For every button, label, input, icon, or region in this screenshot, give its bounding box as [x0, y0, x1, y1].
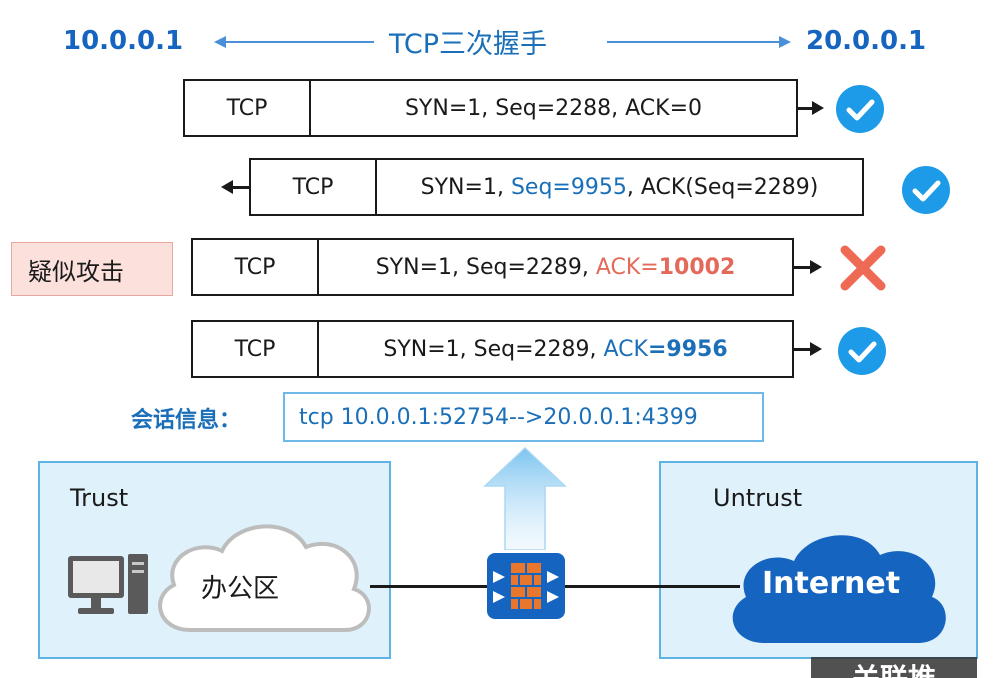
field-text: , ACK(Seq=2289) — [626, 174, 819, 200]
direction-arrow-line — [233, 186, 250, 189]
field-text: SYN=1, — [420, 174, 511, 200]
packet-row-1: TCP SYN=1, Seq=2288, ACK=0 — [183, 79, 798, 137]
session-info-box: tcp 10.0.0.1:52754-->20.0.0.1:4399 — [283, 392, 764, 442]
destination-ip: 20.0.0.1 — [806, 26, 927, 56]
direction-arrow-right-icon — [810, 342, 822, 356]
packet-fields: SYN=1, Seq=2288, ACK=0 — [311, 81, 796, 135]
office-label: 办公区 — [201, 574, 280, 604]
left-arrow-head-icon — [214, 36, 226, 48]
source-ip: 10.0.0.1 — [63, 26, 184, 56]
watermark: 关联推 — [811, 657, 977, 678]
suspect-attack-label: 疑似攻击 — [11, 242, 173, 296]
field-text: SYN=1, Seq=2289, — [383, 336, 604, 362]
office-cloud-icon — [140, 505, 380, 645]
check-icon — [838, 327, 886, 375]
field-text: SYN=1, Seq=2288, ACK=0 — [404, 95, 703, 121]
direction-arrow-left-icon — [221, 180, 233, 194]
protocol-cell: TCP — [251, 160, 377, 214]
internet-label: Internet — [762, 566, 901, 601]
direction-arrow-right-icon — [812, 101, 824, 115]
protocol-cell: TCP — [193, 240, 319, 294]
ack-highlight: ACK — [603, 336, 648, 362]
internet-cloud-icon — [718, 515, 950, 653]
computer-icon — [64, 550, 154, 622]
seq-highlight: Seq=9955 — [510, 174, 627, 200]
trust-zone-label: Trust — [70, 484, 129, 512]
packet-row-3: TCP SYN=1, Seq=2289, ACK=10002 — [191, 238, 794, 296]
upward-arrow-icon — [483, 446, 567, 551]
packet-fields: SYN=1, Seq=9955, ACK(Seq=2289) — [377, 160, 862, 214]
firewall-icon — [487, 553, 565, 619]
protocol-cell: TCP — [185, 81, 311, 135]
protocol-cell: TCP — [193, 322, 319, 376]
packet-row-4: TCP SYN=1, Seq=2289, ACK=9956 — [191, 320, 794, 378]
left-arrow-line — [224, 41, 374, 43]
right-arrow-line — [607, 41, 779, 43]
ack-highlight: ACK= — [595, 254, 659, 280]
direction-arrow-line — [794, 348, 810, 351]
field-text: SYN=1, Seq=2289, — [375, 254, 596, 280]
direction-arrow-line — [798, 107, 812, 110]
check-icon — [902, 166, 950, 214]
packet-fields: SYN=1, Seq=2289, ACK=10002 — [319, 240, 792, 294]
packet-row-2: TCP SYN=1, Seq=9955, ACK(Seq=2289) — [249, 158, 864, 216]
right-arrow-head-icon — [779, 36, 791, 48]
direction-arrow-right-icon — [810, 260, 822, 274]
packet-fields: SYN=1, Seq=2289, ACK=9956 — [319, 322, 792, 376]
ack-value-highlight: 10002 — [658, 254, 736, 280]
untrust-zone-label: Untrust — [713, 484, 803, 512]
diagram-title: TCP三次握手 — [389, 29, 548, 60]
direction-arrow-line — [794, 266, 810, 269]
check-icon — [836, 85, 884, 133]
cross-icon — [838, 245, 888, 291]
ack-value-highlight: =9956 — [647, 336, 728, 362]
session-info-label: 会话信息： — [131, 408, 242, 433]
